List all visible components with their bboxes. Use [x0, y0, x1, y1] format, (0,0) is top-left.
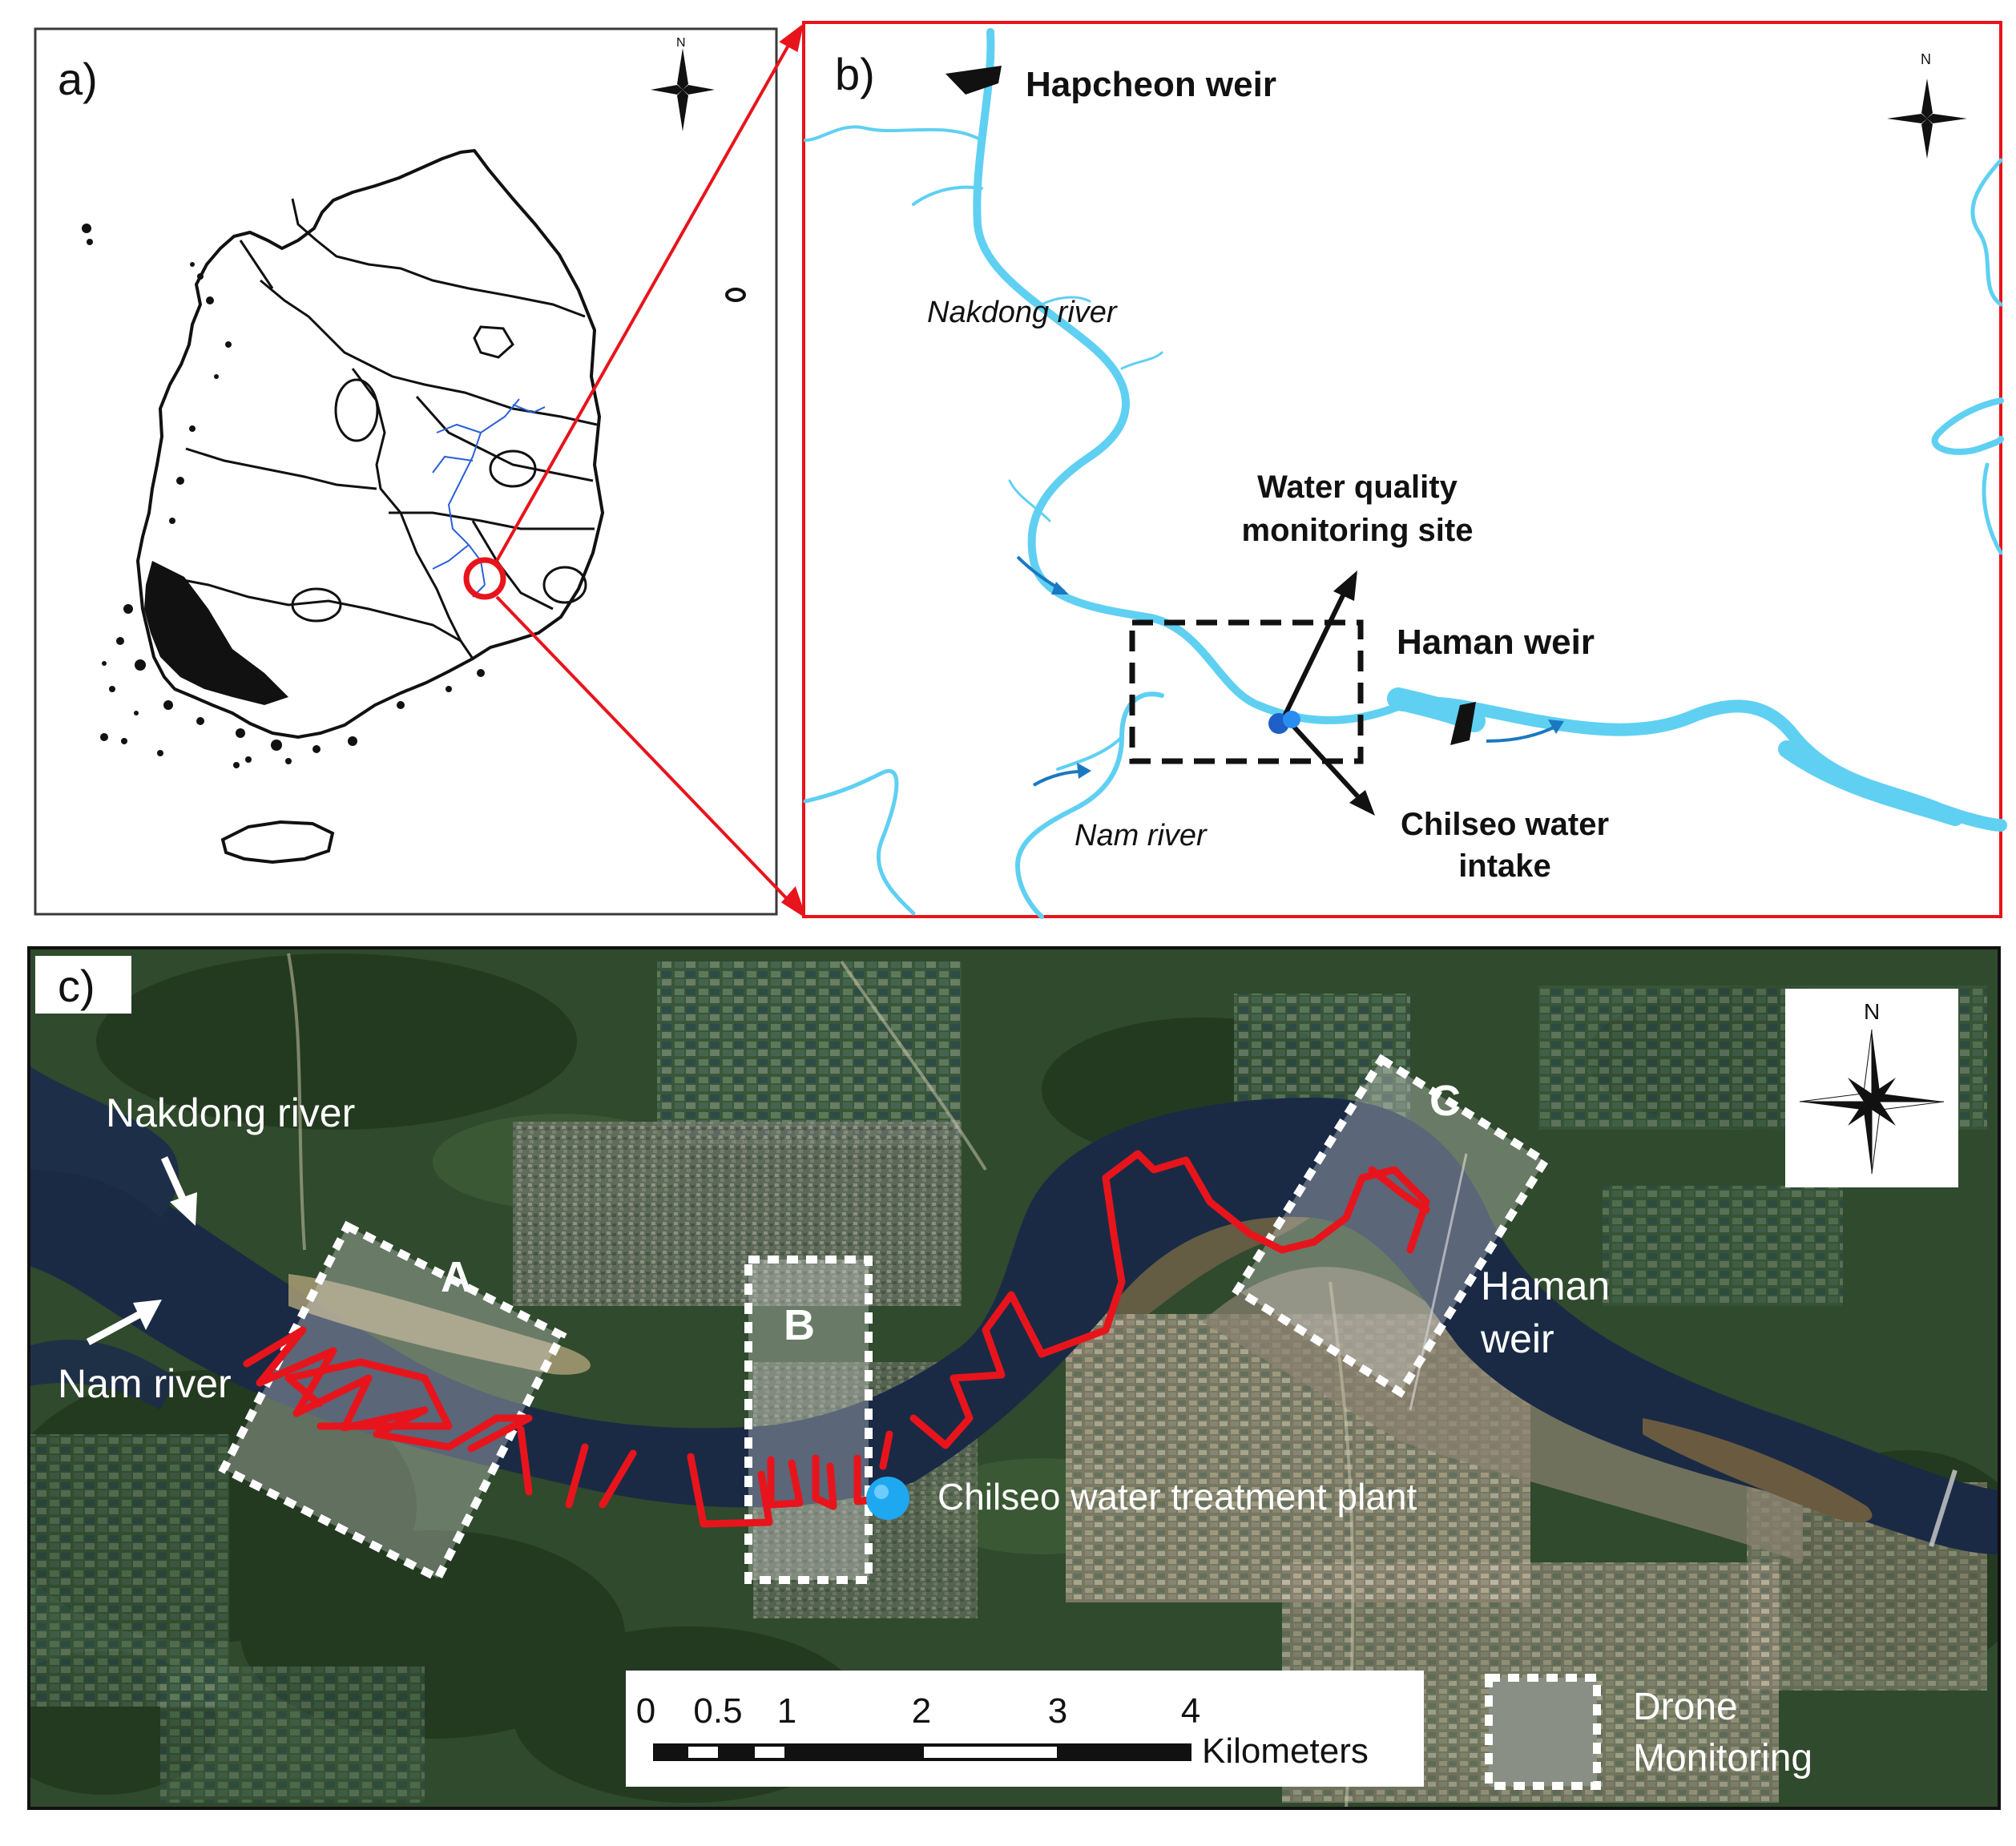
- coastal-islands: [82, 224, 485, 768]
- panel-a-frame: [34, 27, 778, 916]
- wq-site-label-2: monitoring site: [1242, 513, 1474, 548]
- scale-tick-0-5: 0.5: [693, 1691, 742, 1731]
- panel-c-frame: [27, 946, 2001, 1810]
- scale-unit: Kilometers: [1202, 1731, 1369, 1771]
- jeju-island: [220, 820, 335, 865]
- survey-track: [243, 1150, 1430, 1528]
- legend-label-1: Drone: [1633, 1686, 1738, 1728]
- zoom-lines: [495, 23, 807, 919]
- flow-arrowheads-b: [1051, 582, 1564, 779]
- scale-tick-0: 0: [636, 1691, 655, 1731]
- treatment-plant-marker-highlight: [874, 1485, 889, 1499]
- haman-weir-label-b: Haman weir: [1397, 623, 1595, 662]
- compass-c-n: N: [1864, 999, 1880, 1024]
- panel-b: b) N: [802, 21, 2007, 919]
- intake-marker: [1283, 711, 1300, 728]
- panel-c-label-box: [35, 956, 131, 1014]
- nam-river-label-c: Nam river: [58, 1361, 232, 1406]
- treatment-plant-label: Chilseo water treatment plant: [937, 1476, 1417, 1518]
- legend: Drone Monitoring: [1485, 1674, 1812, 1790]
- site-c-label: C: [1429, 1077, 1461, 1125]
- arrowhead-intake: [1349, 790, 1375, 816]
- scale-tick-1: 1: [777, 1691, 796, 1731]
- nam-river-label-b: Nam river: [1075, 819, 1208, 852]
- compass-b-n: N: [1921, 51, 1931, 67]
- scale-tick-4: 4: [1181, 1691, 1200, 1731]
- nakdong-river-label-b: Nakdong river: [927, 296, 1118, 329]
- study-box: [1129, 619, 1364, 764]
- panel-c-label: c): [58, 961, 95, 1011]
- province-boundaries: [166, 198, 598, 659]
- nakdong-river-label-c: Nakdong river: [106, 1090, 355, 1135]
- panel-b-label: b): [835, 49, 875, 99]
- haman-weir-label-c-2: weir: [1480, 1316, 1554, 1361]
- scale-tick-2: 2: [912, 1691, 931, 1731]
- compass-a-n: N: [676, 36, 686, 50]
- haman-weir-label-c-1: Haman: [1481, 1264, 1610, 1308]
- panel-a: a) N: [34, 27, 778, 916]
- panel-a-label: a): [58, 54, 98, 104]
- drone-site-b: [744, 1256, 873, 1584]
- scale-bar: 0 0.5 1 2 3 4 Kilometers: [626, 1671, 1424, 1787]
- site-b-label: B: [784, 1301, 815, 1349]
- hapcheon-weir-label: Hapcheon weir: [1026, 65, 1276, 104]
- scale-tick-3: 3: [1048, 1691, 1067, 1731]
- intake-label-1: Chilseo water: [1401, 807, 1609, 842]
- treatment-plant-marker: [866, 1477, 909, 1520]
- arrowhead-wq: [1333, 570, 1357, 601]
- nam-flow-arrow: [86, 1300, 162, 1345]
- legend-swatch: [1485, 1674, 1601, 1790]
- intake-label-2: intake: [1458, 848, 1551, 884]
- nakdong-flow-arrow: [160, 1156, 197, 1226]
- site-a-label: A: [441, 1253, 472, 1301]
- ulleungdo-island: [725, 288, 746, 302]
- pointer-arrows: [1280, 587, 1365, 804]
- panel-c: c) N: [27, 946, 2001, 1810]
- legend-label-2: Monitoring: [1633, 1737, 1812, 1779]
- drone-site-c: [1232, 1054, 1550, 1398]
- study-area-circle: [463, 557, 506, 600]
- nakdong-river-a: [432, 398, 546, 598]
- compass-c-icon: [1799, 1029, 1945, 1175]
- compass-a-icon: [651, 48, 715, 131]
- wq-site-label-1: Water quality: [1257, 470, 1458, 505]
- hapcheon-weir-icon: [946, 66, 1002, 95]
- city-boundaries: [291, 325, 587, 623]
- compass-b-icon: [1887, 79, 1967, 159]
- haman-weir-icon: [1450, 702, 1476, 745]
- korea-outline: [136, 149, 604, 739]
